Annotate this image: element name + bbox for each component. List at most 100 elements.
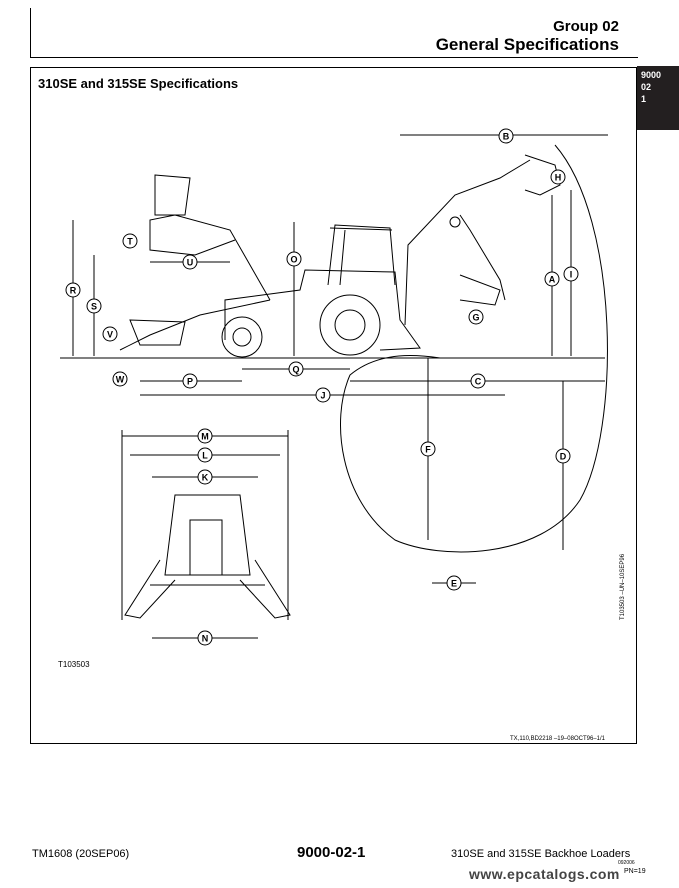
dimension-badge-circle [288, 361, 304, 377]
dimension-badge-circle [315, 387, 331, 403]
header-rule-horizontal [30, 57, 638, 58]
footer-manual-id: TM1608 (20SEP06) [32, 848, 130, 860]
dimension-badge-circle [286, 251, 302, 267]
cab-pillar [339, 229, 346, 286]
dimension-badge-m: M [197, 428, 213, 444]
dimension-badge-h: H [550, 169, 566, 185]
dimension-badge-d: D [555, 448, 571, 464]
header-rule-vertical [30, 8, 31, 58]
dimension-badge-v: V [102, 326, 118, 342]
dimension-badge-circle [112, 371, 128, 387]
dimension-badge-r: R [65, 282, 81, 298]
backhoe-bucket-high [524, 154, 561, 196]
dimension-badge-i: I [563, 266, 579, 282]
dimension-badge-g: G [468, 309, 484, 325]
rear-tire [319, 294, 381, 356]
loader-bucket-lowered [129, 319, 186, 346]
dimension-badge-letter: R [70, 286, 77, 296]
rear-hub [334, 309, 366, 341]
dimension-badge-letter: S [91, 302, 97, 312]
front-view-engine [189, 519, 223, 576]
dimension-badge-circle [197, 428, 213, 444]
dimension-badge-letter: Q [292, 365, 299, 375]
dimension-badge-circle [122, 233, 138, 249]
dimension-badge-s: S [86, 298, 102, 314]
dimension-badge-letter: N [202, 634, 209, 644]
dimension-badge-circle [550, 169, 566, 185]
dimension-badge-letter: C [475, 377, 482, 387]
backhoe-bucket-low [459, 274, 501, 306]
footer-pn: PN=19 [624, 868, 646, 875]
dimension-badge-circle [555, 448, 571, 464]
reach-arc [340, 144, 608, 553]
dimension-badge-circle [563, 266, 579, 282]
dimension-badge-circle [197, 469, 213, 485]
group-label: Group 02 [553, 18, 619, 35]
figure-title: 310SE and 315SE Specifications [38, 76, 239, 91]
dimension-badge-circle [182, 373, 198, 389]
dimension-badge-letter: G [472, 313, 479, 323]
loader-arm-lowered [119, 299, 271, 351]
dimension-badge-e: E [446, 575, 462, 591]
dimension-badge-circle [544, 271, 560, 287]
front-view-stabilizer-left [124, 559, 176, 619]
figure-id: T103503 [58, 660, 90, 669]
tractor-body [224, 269, 421, 351]
dimension-badge-t: T [122, 233, 138, 249]
side-tab-line: 02 [641, 82, 652, 92]
section-title: General Specifications [435, 35, 619, 54]
dimension-badge-circle [468, 309, 484, 325]
dimension-badge-circle [197, 447, 213, 463]
footer-model: 310SE and 315SE Backhoe Loaders [451, 848, 631, 860]
dimension-badge-a: A [544, 271, 560, 287]
dimension-badge-c: C [470, 373, 486, 389]
figure-tx-note: TX,110,BD2218 –19–08OCT96–1/1 [510, 736, 605, 742]
dimension-badge-o: O [286, 251, 302, 267]
dimension-badge-w: W [112, 371, 128, 387]
dimension-badge-letter: T [127, 237, 133, 247]
dimension-badge-k: K [197, 469, 213, 485]
loader-arm-raised [149, 214, 271, 301]
side-tab-line: 9000 [641, 70, 662, 80]
dimension-badge-circle [102, 326, 118, 342]
backhoe-boom [404, 159, 531, 326]
dimension-badge-circle [470, 373, 486, 389]
dimension-badge-n: N [197, 630, 213, 646]
dimension-badge-circle [182, 254, 198, 270]
dimension-badge-letter: J [320, 391, 325, 401]
dimension-badge-j: J [315, 387, 331, 403]
dimension-badge-letter: I [570, 270, 573, 280]
footer-page-number: 9000-02-1 [297, 844, 366, 861]
figure-frame [30, 67, 637, 744]
dimension-badge-u: U [182, 254, 198, 270]
dimension-badge-letter: A [549, 275, 556, 285]
dimension-badge-letter: E [451, 579, 457, 589]
dimension-badge-letter: K [202, 473, 209, 483]
front-hub [232, 327, 252, 347]
dimension-badge-q: Q [288, 361, 304, 377]
dimension-badge-circle [446, 575, 462, 591]
dimension-badge-p: P [182, 373, 198, 389]
dimension-badges: A B C D E F G H I J KLM N O P Q R S T U V W [65, 128, 579, 646]
cab-roof [329, 227, 393, 231]
dimension-badge-letter: P [187, 377, 193, 387]
dimension-badge-circle [86, 298, 102, 314]
dimension-badge-b: B [498, 128, 514, 144]
dimension-badge-f: F [420, 441, 436, 457]
dimension-badge-letter: F [425, 445, 431, 455]
watermark: www.epcatalogs.com [469, 866, 620, 882]
cab-frame [327, 224, 396, 286]
dimension-badge-circle [498, 128, 514, 144]
dimension-badge-letter: B [503, 132, 510, 142]
dimension-badge-letter: V [107, 330, 113, 340]
dimension-badge-l: L [197, 447, 213, 463]
footer-date: 092006 [618, 860, 635, 866]
dimension-badge-letter: W [116, 375, 125, 385]
front-view-stabilizer-right [239, 559, 291, 619]
side-tab: 9000 02 1 [637, 66, 679, 130]
dimension-badge-letter: D [560, 452, 567, 462]
front-view-cab [164, 494, 251, 576]
figure-vertical-note: T103503 –UN–10SEP96 [620, 553, 626, 620]
front-tire [221, 316, 263, 358]
backhoe-dipper [459, 214, 506, 301]
